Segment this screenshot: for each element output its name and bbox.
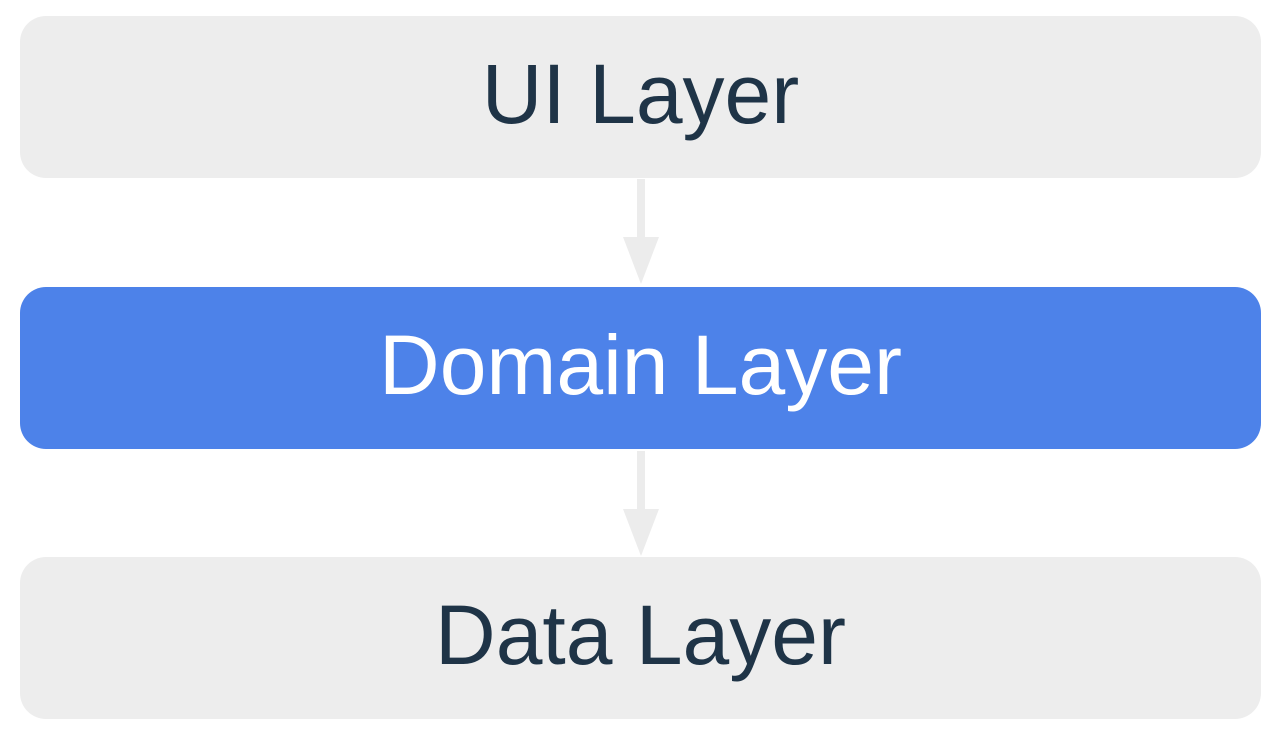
arrow-down-icon xyxy=(623,451,659,556)
layer-box-data: Data Layer xyxy=(20,557,1261,719)
layer-box-ui: UI Layer xyxy=(20,16,1261,178)
layer-box-domain: Domain Layer xyxy=(20,287,1261,449)
arrow-head xyxy=(623,509,659,556)
layer-label-data: Data Layer xyxy=(435,588,846,682)
arrow-head xyxy=(623,237,659,284)
layer-label-ui: UI Layer xyxy=(481,47,800,141)
arrow-shaft xyxy=(637,179,645,237)
arrow-shaft xyxy=(637,451,645,509)
arrow-down-icon xyxy=(623,179,659,284)
layer-label-domain: Domain Layer xyxy=(379,318,902,412)
